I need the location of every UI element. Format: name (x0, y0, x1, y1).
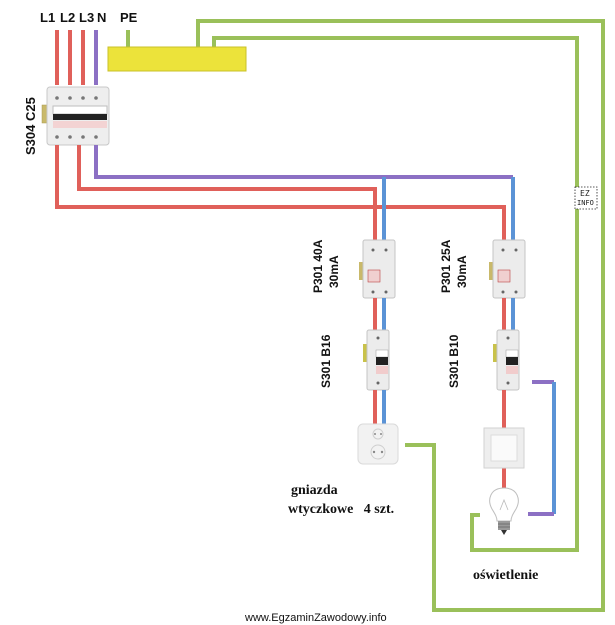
rcd-2-label-line1: P301 25A (439, 239, 453, 293)
label-l3: L3 (79, 10, 94, 25)
main-breaker-handle-bar (52, 105, 108, 115)
main-breaker-s304 (41, 86, 110, 146)
wire-l2-to-sockets (77, 145, 377, 240)
label-l1: L1 (40, 10, 55, 25)
pe-wire-socket (196, 19, 605, 612)
pe-conductors (126, 19, 605, 612)
mcb-2-label: S301 B10 (447, 334, 461, 388)
supply-wires (55, 30, 98, 85)
label-l2: L2 (60, 10, 75, 25)
socket-outlet-icon (357, 423, 399, 465)
pe-wire-lamp (212, 36, 579, 552)
distribution-wires (55, 145, 515, 240)
label-n: N (97, 10, 106, 25)
rcd-1-label-line1: P301 40A (311, 239, 325, 293)
wire-l1-to-lighting (55, 145, 506, 240)
label-pe: PE (120, 10, 138, 25)
light-bulb-icon (489, 487, 519, 535)
ez-info-badge: EZ INFO (574, 186, 598, 210)
lighting-label: oświetlenie (473, 568, 538, 583)
badge-line2: INFO (577, 199, 594, 207)
socket-label-line2: wtyczkowe 4 szt. (288, 502, 394, 517)
badge-line1: EZ (580, 189, 590, 198)
main-breaker-label: S304 C25 (23, 97, 38, 155)
pe-busbar (107, 46, 247, 72)
mcb-s301-b10 (493, 329, 520, 391)
wire-n-main (94, 145, 384, 179)
circuit-lighting: P301 25A 30mA S301 B10 (439, 239, 556, 583)
rcd-2-label-line2: 30mA (455, 255, 469, 288)
mcb-1-label: S301 B16 (319, 334, 333, 388)
circuit-sockets: P301 40A 30mA S301 B16 (288, 239, 399, 517)
rcd-1-label-line2: 30mA (327, 255, 341, 288)
main-breaker-toggle (53, 114, 107, 120)
watermark-text: www.EgzaminZawodowy.info (244, 612, 387, 624)
socket-label-line1: gniazda (291, 483, 338, 498)
mcb-s301-b16 (363, 329, 390, 391)
rcd-p301-25a (489, 239, 526, 299)
light-switch-icon (483, 427, 525, 469)
rcd-p301-40a (359, 239, 396, 299)
supply-labels: L1 L2 L3 N PE (40, 10, 138, 25)
